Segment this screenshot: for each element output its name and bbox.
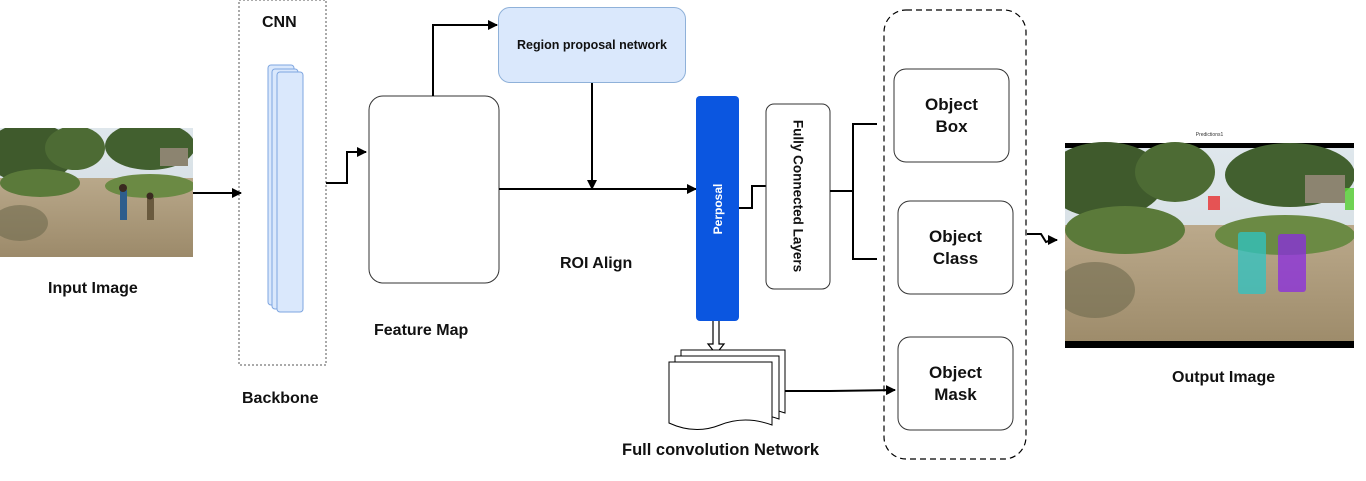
- feature-map-box: [368, 95, 500, 284]
- object-mask-label-line1: Object: [929, 363, 982, 382]
- object-class-label-line1: Object: [929, 227, 982, 246]
- object-mask-node: [897, 336, 1014, 431]
- mask-teal: [1238, 232, 1266, 294]
- output-image-label: Output Image: [1172, 369, 1276, 386]
- cnn-label: CNN: [262, 14, 297, 31]
- fc-layers-box: [765, 103, 831, 290]
- arrow-fcn-to-mask: [785, 385, 896, 396]
- proposal-label: Perposal: [710, 183, 725, 234]
- object-box-label: Object Box: [894, 94, 1009, 138]
- cnn-layers: [267, 64, 304, 313]
- arrow-proposal-to-fcn: [706, 319, 726, 355]
- object-box-label-line2: Box: [935, 117, 968, 136]
- object-class-label-line2: Class: [932, 249, 979, 268]
- arrow-proposal-to-fc: [739, 185, 766, 209]
- backbone-label: Backbone: [242, 390, 319, 407]
- arrow-to-output: [1027, 233, 1058, 245]
- arrow-feature-map-to-rpn: [432, 20, 498, 96]
- fcn-label: Full convolution Network: [622, 441, 820, 459]
- object-class-node: [897, 200, 1014, 295]
- proposal-box: Perposal: [696, 96, 739, 321]
- fcn-shape: [668, 349, 786, 430]
- object-mask-label-line2: Mask: [934, 385, 977, 404]
- predictions-caption: Predictions1: [1195, 132, 1224, 138]
- object-class-label: Object Class: [898, 226, 1013, 270]
- mask-purple: [1278, 234, 1306, 292]
- mask-green: [1345, 188, 1354, 210]
- arrow-cnn-to-feature-map: [326, 147, 367, 184]
- output-image: Predictions1: [1065, 130, 1354, 348]
- rpn-box: Region proposal network: [498, 7, 686, 83]
- roi-align-label: ROI Align: [560, 255, 633, 272]
- outputs-container: [883, 9, 1027, 460]
- input-image: [0, 128, 193, 257]
- mask-red: [1208, 196, 1220, 210]
- object-box-node: [893, 68, 1010, 163]
- rpn-label: Region proposal network: [516, 38, 667, 52]
- object-mask-label: Object Mask: [898, 362, 1013, 406]
- input-image-label: Input Image: [48, 280, 138, 297]
- feature-map-label: Feature Map: [374, 322, 469, 339]
- object-box-label-line1: Object: [925, 95, 978, 114]
- fc-layers-label: Fully Connected Layers: [790, 119, 806, 273]
- fc-output-bracket: [852, 123, 877, 260]
